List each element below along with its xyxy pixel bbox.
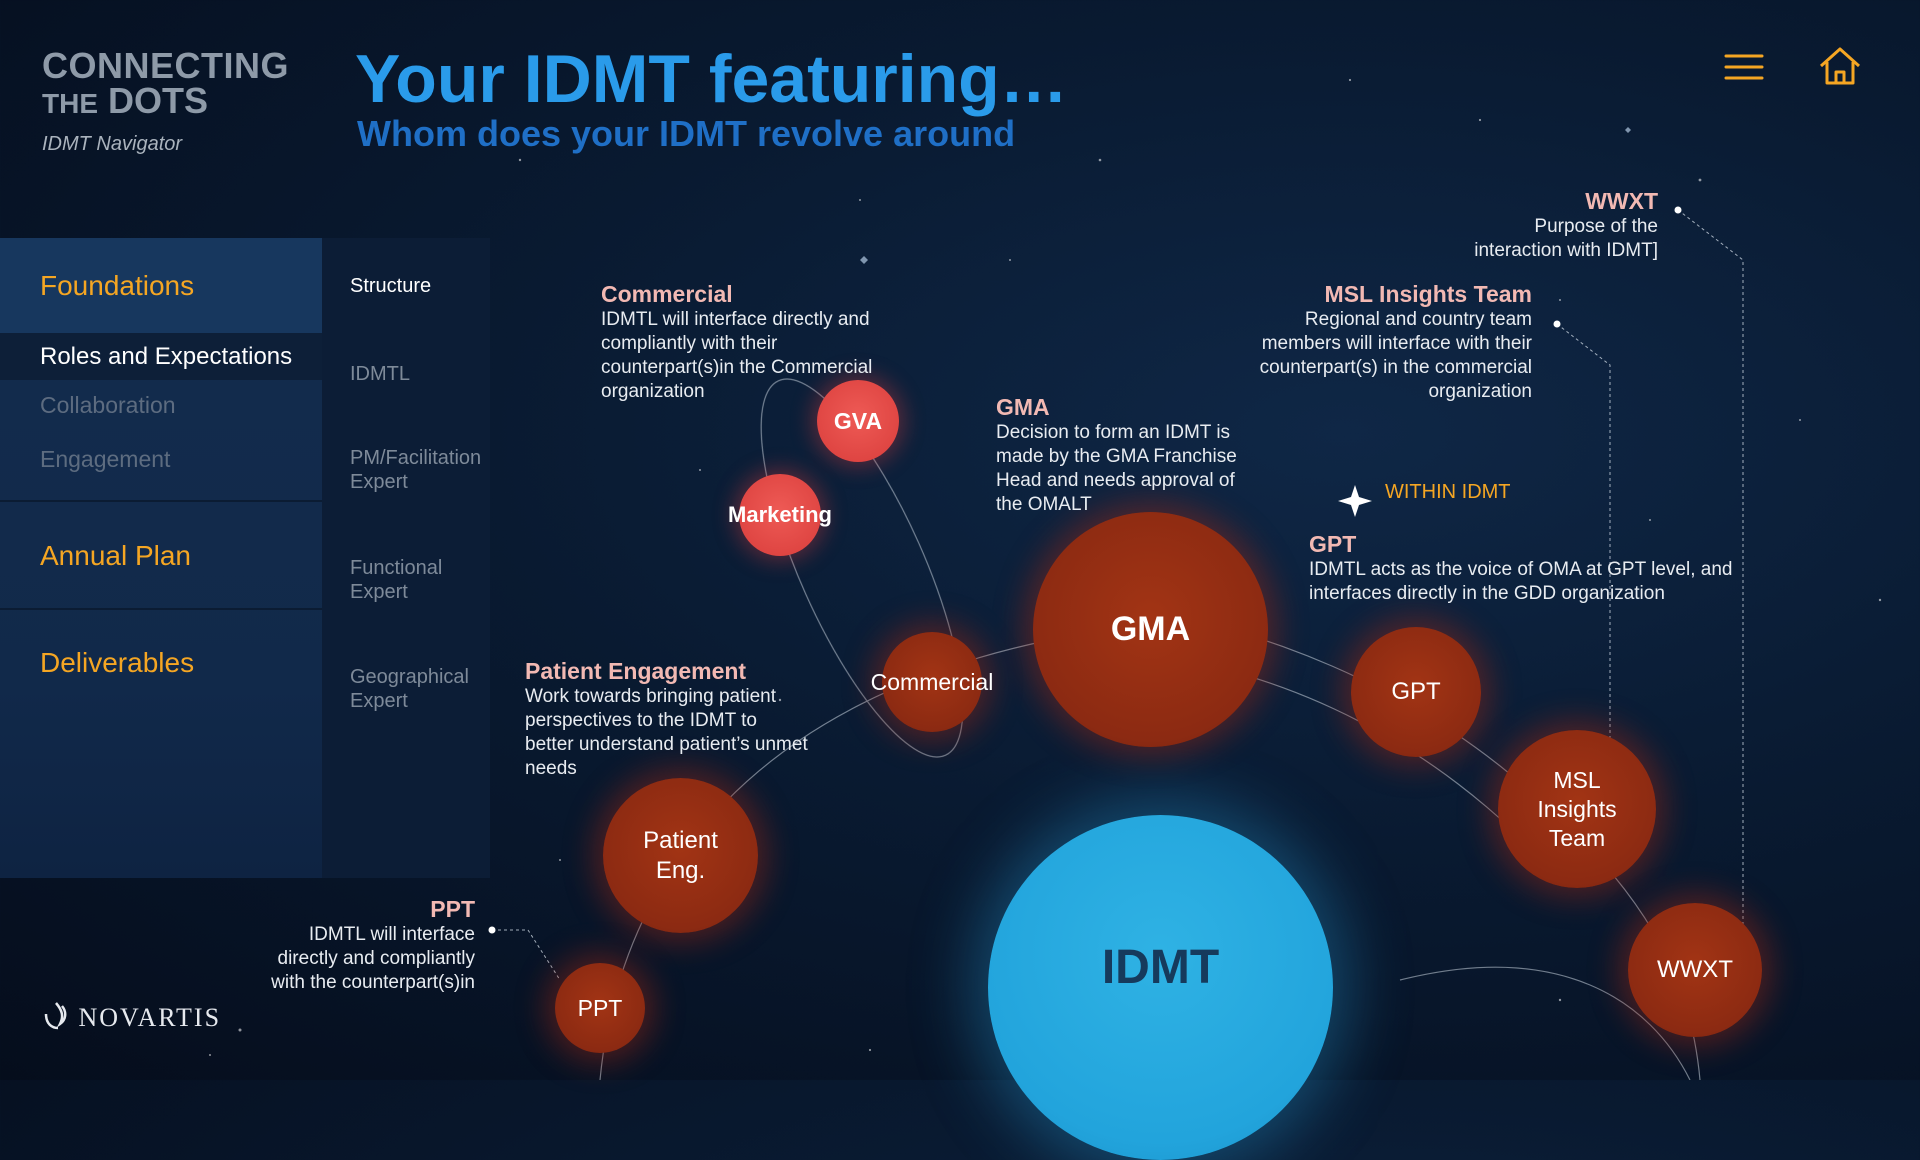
sidebar-item-annual-plan[interactable]: Annual Plan — [40, 540, 192, 571]
bubble-gva[interactable]: GVA — [817, 380, 899, 462]
note-commercial-text: IDMTL will interface directly and compli… — [601, 309, 873, 402]
note-gma-title: GMA — [996, 394, 1050, 420]
note-commercial: Commercial IDMTL will interface directly… — [601, 280, 906, 404]
bubble-gva-label: GVA — [833, 407, 883, 434]
page-title: Your IDMT featuring… — [355, 41, 1068, 117]
hamburger-menu-icon — [1724, 54, 1764, 80]
brand-line2-small: THE — [42, 88, 98, 120]
bubble-idmt[interactable]: IDMT — [988, 815, 1333, 1160]
note-wwxt: WWXT Purpose of the interaction with IDM… — [1450, 187, 1658, 263]
app-name: IDMT Navigator — [42, 132, 183, 155]
note-gpt-title: GPT — [1309, 531, 1357, 557]
bubble-ppt[interactable]: PPT — [555, 963, 645, 1053]
menu-button[interactable] — [1720, 42, 1768, 90]
note-ppt: PPT IDMTL will interface directly and co… — [255, 895, 475, 995]
brand-line1: CONNECTING — [42, 45, 289, 86]
home-icon — [1819, 47, 1861, 85]
sidebar: Foundations Roles and Expectations Colla… — [0, 238, 322, 878]
bubble-patient-eng[interactable]: Patient Eng. — [603, 778, 758, 933]
sidebar-item-collaboration[interactable]: Collaboration — [40, 392, 176, 418]
brand-logo: CONNECTING THE DOTS IDMT Navigator — [42, 45, 289, 155]
bubble-msl-insights-team[interactable]: MSL Insights Team — [1498, 730, 1656, 888]
bubble-gpt[interactable]: GPT — [1351, 627, 1481, 757]
note-msl-title: MSL Insights Team — [1324, 281, 1532, 307]
novartis-wordmark: NOVARTIS — [78, 1003, 222, 1032]
sparkle-star-icon — [1338, 485, 1372, 517]
sidebar-divider — [0, 608, 322, 610]
bubble-wwxt-label: WWXT — [1657, 956, 1733, 983]
bubble-commercial[interactable]: Commercial — [871, 632, 993, 732]
sidebar-divider — [0, 500, 322, 502]
bubble-wwxt[interactable]: WWXT — [1628, 903, 1762, 1037]
subnav-item-structure[interactable]: Structure — [350, 275, 432, 297]
bubble-gpt-label: GPT — [1391, 678, 1441, 705]
bubble-gma-label: GMA — [1110, 610, 1191, 648]
note-patient-title: Patient Engagement — [525, 658, 747, 684]
bubble-commercial-label: Commercial — [870, 668, 994, 695]
subnav-item-pm-facilitation-expert[interactable]: PM/Facilitation Expert — [350, 447, 482, 493]
legend-within-idmt: WITHIN IDMT — [1385, 481, 1511, 503]
novartis-logo: NOVARTIS — [42, 1000, 221, 1033]
note-gma: GMA Decision to form an IDMT is made by … — [996, 393, 1261, 517]
bubble-patient-label: Patient Eng. — [643, 826, 718, 884]
subnav-item-idmtl[interactable]: IDMTL — [350, 363, 410, 385]
note-msl-text: Regional and country team members will i… — [1259, 309, 1532, 402]
note-msl-insights-team: MSL Insights Team Regional and country t… — [1240, 280, 1532, 404]
note-commercial-title: Commercial — [601, 281, 733, 307]
note-ppt-text: IDMTL will interface directly and compli… — [271, 924, 475, 993]
subnav-item-geographical-expert[interactable]: Geographical Expert — [350, 666, 469, 712]
sidebar-item-deliverables[interactable]: Deliverables — [40, 647, 195, 678]
sidebar-item-engagement[interactable]: Engagement — [40, 446, 171, 472]
bubble-msl-label: MSL Insights Team — [1537, 766, 1617, 851]
bubble-idmt-label: IDMT — [1101, 941, 1220, 994]
brand-line2-main: DOTS — [108, 80, 209, 122]
novartis-flame-icon — [44, 1002, 67, 1030]
bubble-marketing[interactable]: Marketing — [728, 474, 832, 556]
note-patient-text: Work towards bringing patient perspectiv… — [525, 686, 808, 779]
note-gpt: GPT IDMTL acts as the voice of OMA at GP… — [1309, 530, 1744, 606]
brand-line2: THE DOTS — [42, 80, 289, 122]
sub-navigation: Structure IDMTL PM/Facilitation Expert F… — [322, 238, 490, 878]
note-gma-text: Decision to form an IDMT is made by the … — [996, 422, 1237, 515]
note-wwxt-title: WWXT — [1585, 188, 1658, 214]
note-patient-engagement: Patient Engagement Work towards bringing… — [525, 657, 810, 781]
bubble-ppt-label: PPT — [577, 994, 623, 1021]
note-ppt-title: PPT — [430, 896, 475, 922]
note-wwxt-text: Purpose of the interaction with IDMT] — [1474, 216, 1658, 261]
sidebar-item-roles-and-expectations[interactable]: Roles and Expectations — [0, 333, 322, 380]
sidebar-item-foundations[interactable]: Foundations — [0, 238, 322, 333]
page-subtitle: Whom does your IDMT revolve around — [357, 113, 1016, 154]
note-gpt-text: IDMTL acts as the voice of OMA at GPT le… — [1309, 559, 1733, 604]
subnav-item-functional-expert[interactable]: Functional Expert — [350, 557, 443, 603]
bubble-gma[interactable]: GMA — [1033, 512, 1268, 747]
bubble-marketing-label: Marketing — [728, 502, 832, 527]
within-idmt-marker — [1338, 485, 1372, 517]
home-button[interactable] — [1815, 42, 1865, 90]
